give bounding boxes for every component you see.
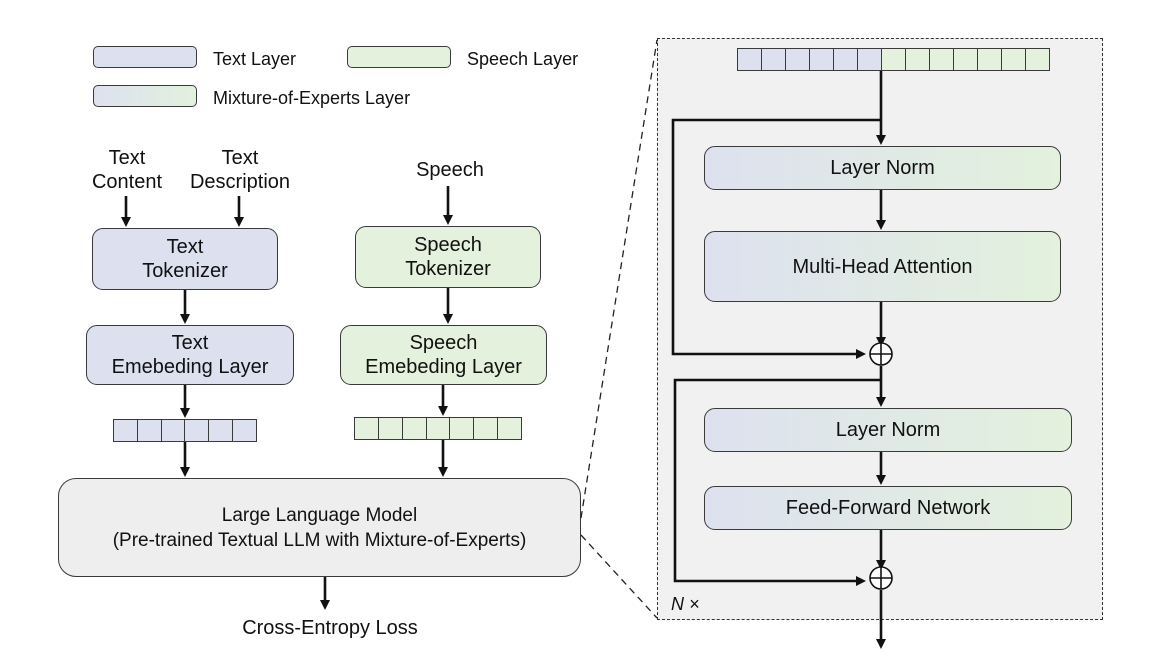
legend-speech-swatch	[347, 46, 451, 68]
mixed-token-strip	[737, 48, 1050, 71]
legend-text-swatch	[93, 46, 197, 68]
text-tokenizer-box: Text Tokenizer	[92, 228, 278, 290]
speech-token-strip	[354, 417, 522, 440]
legend-text-label: Text Layer	[213, 49, 297, 69]
text-token-strip	[113, 419, 257, 442]
moe-transformer-block-panel	[657, 38, 1103, 620]
layer-norm-2-box: Layer Norm	[704, 408, 1072, 452]
zoom-line-bottom	[580, 534, 658, 619]
legend-moe-swatch	[93, 85, 197, 107]
text-content-input-label: Text Content	[91, 147, 163, 193]
speech-tokenizer-box: Speech Tokenizer	[355, 226, 541, 288]
speech-input-label: Speech	[416, 159, 484, 181]
legend-speech-label: Speech Layer	[467, 49, 579, 69]
llm-box: Large Language Model (Pre-trained Textua…	[58, 478, 581, 577]
layer-norm-1-box: Layer Norm	[704, 146, 1061, 190]
speech-embedding-box: Speech Emebeding Layer	[340, 325, 547, 385]
multi-head-attention-box: Multi-Head Attention	[704, 231, 1061, 302]
feed-forward-network-box: Feed-Forward Network	[704, 486, 1072, 530]
n-times-label: N ×	[671, 594, 700, 614]
text-description-input-label: Text Description	[189, 147, 291, 193]
zoom-line-top	[580, 39, 658, 519]
legend-moe-label: Mixture-of-Experts Layer	[213, 88, 411, 108]
text-embedding-box: Text Emebeding Layer	[86, 325, 294, 385]
cross-entropy-loss-label: Cross-Entropy Loss	[242, 617, 418, 639]
